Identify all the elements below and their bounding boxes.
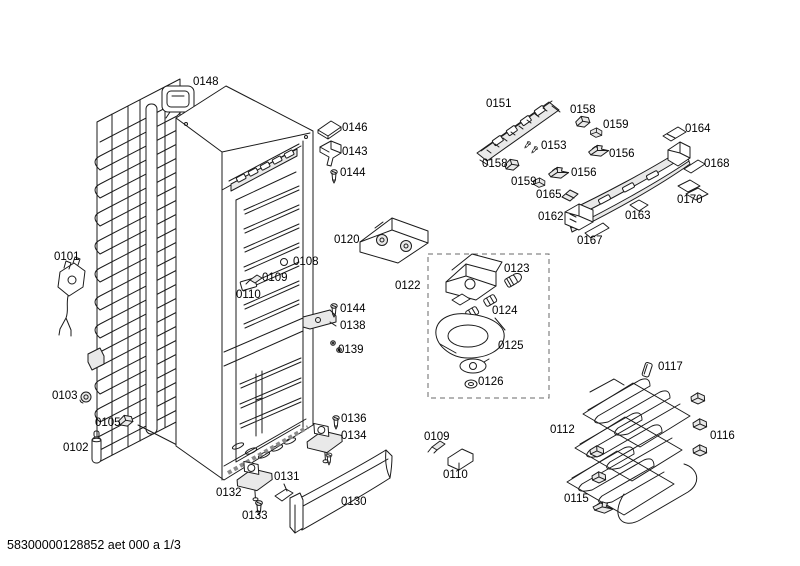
condenser-coil-drawing [87,78,195,464]
plate-0168 [683,159,706,174]
part-label-0117: 0117 [658,361,683,373]
part-label-0122: 0122 [395,280,421,292]
document-number: 58300000128852 aet 000 a 1/3 [7,538,181,552]
part-label-0162: 0162 [538,211,564,223]
part-label-0158a: 0158 [570,104,596,116]
part-label-0167: 0167 [577,235,603,247]
part-label-0109a: 0109 [262,272,288,284]
part-label-0101: 0101 [54,251,80,263]
part-label-0132: 0132 [216,487,242,499]
evaporator-clip-0116 [689,391,707,406]
evaporator-clip-0115 [592,500,615,515]
spacer-0117 [641,362,653,378]
part-label-0159b: 0159 [511,176,537,188]
part-label-0120: 0120 [334,234,360,246]
part-label-0159a: 0159 [603,119,629,131]
part-label-0170: 0170 [677,194,703,206]
part-label-0156a: 0156 [609,148,635,160]
part-label-0158b: 0158 [482,158,508,170]
middle-hinge-0138 [302,309,337,330]
part-label-0112: 0112 [550,424,575,436]
top-small-parts [317,120,342,184]
plate-0163 [629,199,649,212]
bracket-0143 [319,140,342,167]
lamp-assembly-box-0122 [427,253,550,399]
part-label-0105: 0105 [95,417,121,429]
cabinet-control-windows [235,149,295,183]
plate-0164 [662,126,687,142]
part-label-0102: 0102 [63,442,89,454]
part-label-0125: 0125 [498,340,524,352]
part-label-0116: 0116 [710,430,735,442]
part-label-0168: 0168 [704,158,730,170]
part-label-0153: 0153 [541,140,567,152]
part-label-0136: 0136 [341,413,367,425]
part-label-0164: 0164 [685,123,711,135]
plate-0167 [584,222,610,239]
part-label-0156b: 0156 [571,167,597,179]
interior-clip-parts [245,274,263,285]
part-label-0109b: 0109 [424,431,450,443]
grommet-0126 [464,379,478,389]
evaporator-drawing-0112 [566,362,709,524]
part-label-0131: 0131 [274,471,300,483]
part-label-0148: 0148 [193,76,219,88]
clip-and-cover-parts [427,440,474,471]
part-label-0130: 0130 [341,496,367,508]
part-label-0144a: 0144 [340,167,366,179]
plate-0170 [677,179,701,193]
middle-hinge-parts [330,303,342,353]
part-label-0108: 0108 [293,256,319,268]
plinth-drawing-0130 [289,449,393,534]
part-label-0123: 0123 [504,263,530,275]
control-strip-drawing-0151 [476,100,561,166]
part-label-0126: 0126 [478,376,504,388]
spacer-plate-0131 [274,488,294,502]
part-label-0143: 0143 [342,146,368,158]
part-label-0139: 0139 [338,344,364,356]
lamp-hole-0108 [280,258,288,266]
part-label-0146: 0146 [342,122,368,134]
power-cord-drawing [57,256,86,337]
part-label-0110a: 0110 [236,289,261,301]
lamp-cover-0125 [435,313,506,359]
part-label-0103: 0103 [52,390,78,402]
part-label-0138: 0138 [340,320,366,332]
part-label-0151: 0151 [486,98,512,110]
strip-fixing-clips [503,115,610,202]
part-label-0133: 0133 [242,510,268,522]
cover-plate-0146 [317,120,342,137]
lamp-bulb-0123 [504,272,522,288]
part-label-0165: 0165 [536,189,562,201]
top-hinge-bracket-0120 [359,217,429,264]
part-label-0163: 0163 [625,210,651,222]
part-label-0124: 0124 [492,305,518,317]
cabinet-drawing [175,85,337,481]
bottom-hinge-left [235,459,294,516]
door-rail-drawing [564,126,709,239]
part-label-0110b: 0110 [443,469,468,481]
starter-relay-part-0148 [161,85,195,119]
part-label-0115: 0115 [564,493,589,505]
part-label-0144b: 0144 [340,303,366,315]
part-label-0134: 0134 [341,430,367,442]
